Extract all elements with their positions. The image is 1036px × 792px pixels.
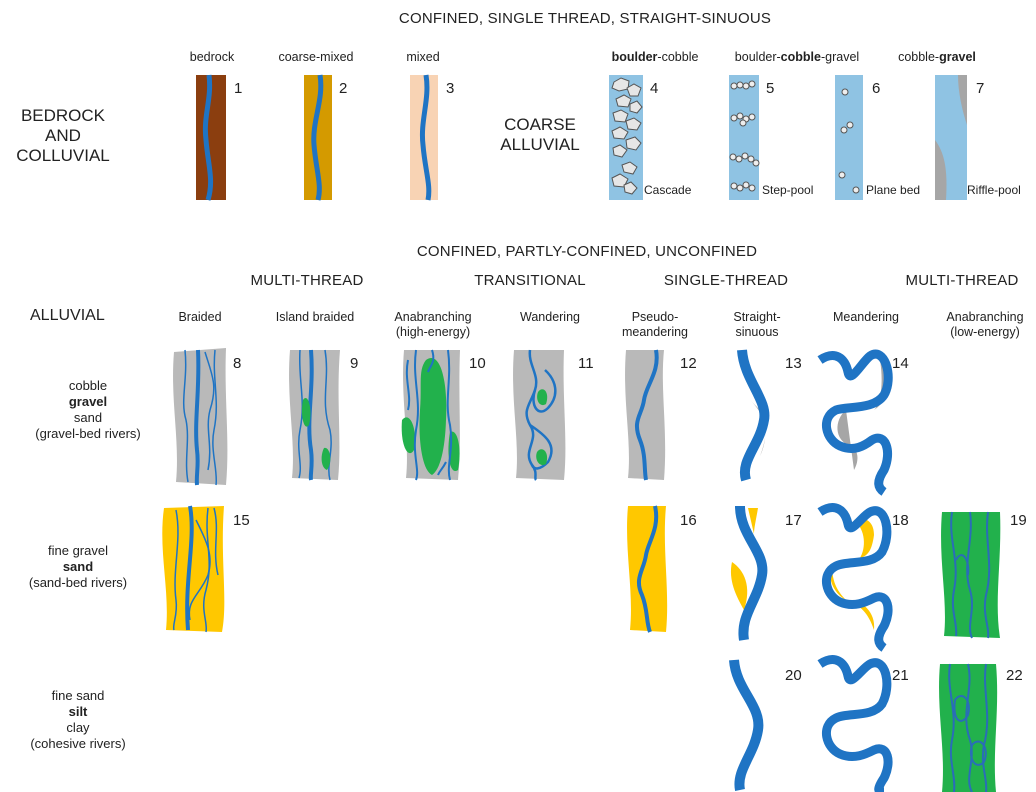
label-line: Anabranching xyxy=(394,310,471,325)
panel-number-8: 8 xyxy=(233,355,241,372)
panel-number-5: 5 xyxy=(766,80,774,97)
panel-pseudo-meandering xyxy=(625,350,665,480)
panel-number-9: 9 xyxy=(350,355,358,372)
panel-pseudo-meandering-sand xyxy=(627,506,667,632)
group-single-thread: SINGLE-THREAD xyxy=(664,272,788,289)
panel-number-12: 12 xyxy=(680,355,697,372)
panel-number-18: 18 xyxy=(892,512,909,529)
panel-number-16: 16 xyxy=(680,512,697,529)
label-line: (gravel-bed rivers) xyxy=(35,426,140,442)
panel-straight-sinuous-sand xyxy=(731,506,762,640)
group-transitional: TRANSITIONAL xyxy=(474,272,586,289)
panel-straight-sinuous-gravel xyxy=(742,350,765,480)
panel-number-7: 7 xyxy=(976,80,984,97)
panel-meandering-gravel xyxy=(820,354,888,492)
panel-riffle-pool xyxy=(935,75,967,200)
label-line: Pseudo- xyxy=(622,310,688,325)
label-line: sand xyxy=(35,410,140,426)
panel-number-14: 14 xyxy=(892,355,909,372)
panel-number-4: 4 xyxy=(650,80,658,97)
label-line: (sand-bed rivers) xyxy=(29,575,127,591)
panel-island-braided xyxy=(289,350,340,480)
label-line: (high-energy) xyxy=(394,325,471,340)
panel-number-19: 19 xyxy=(1010,512,1027,529)
panel-number-20: 20 xyxy=(785,667,802,684)
panel-plane-bed xyxy=(835,75,863,200)
panel-mixed xyxy=(410,75,438,200)
caption-cascade: Cascade xyxy=(644,183,691,197)
label-line: fine gravel xyxy=(29,543,127,559)
column-straight-sinuous: Straight-sinuous xyxy=(733,310,780,340)
panel-number-2: 2 xyxy=(339,80,347,97)
panel-straight-sinuous-silt xyxy=(734,660,758,790)
label-line: Anabranching xyxy=(946,310,1023,325)
group-multi-thread-2: MULTI-THREAD xyxy=(906,272,1019,289)
label-line: (low-energy) xyxy=(946,325,1023,340)
alluvial-label: ALLUVIAL xyxy=(30,306,105,326)
panel-braided-sand xyxy=(162,506,224,632)
label-line: clay xyxy=(30,720,125,736)
panel-wandering xyxy=(513,350,565,480)
panel-anabranching-silt xyxy=(939,664,997,792)
row-label-silt: fine sand silt clay (cohesive rivers) xyxy=(30,688,125,752)
column-anabranching-low: Anabranching(low-energy) xyxy=(946,310,1023,340)
panel-anabranching-high xyxy=(402,350,460,480)
caption-riffle-pool: Riffle-pool xyxy=(967,183,1021,197)
label-line: meandering xyxy=(622,325,688,340)
row-label-sand: fine gravel sand (sand-bed rivers) xyxy=(29,543,127,591)
label-line: (cohesive rivers) xyxy=(30,736,125,752)
caption-plane-bed: Plane bed xyxy=(866,183,920,197)
panel-number-10: 10 xyxy=(469,355,486,372)
panel-meandering-sand xyxy=(820,508,888,648)
group-multi-thread-1: MULTI-THREAD xyxy=(251,272,364,289)
column-meandering: Meandering xyxy=(833,310,899,325)
column-pseudo-meandering: Pseudo-meandering xyxy=(622,310,688,340)
column-anabranching-high: Anabranching(high-energy) xyxy=(394,310,471,340)
label-line: fine sand xyxy=(30,688,125,704)
label-line: gravel xyxy=(35,394,140,410)
label-line: silt xyxy=(30,704,125,720)
panel-meandering-silt xyxy=(820,660,888,792)
column-wandering: Wandering xyxy=(520,310,580,325)
panel-anabranching-low xyxy=(941,512,1000,638)
panel-number-15: 15 xyxy=(233,512,250,529)
column-island-braided: Island braided xyxy=(276,310,355,325)
row-label-gravel: cobble gravel sand (gravel-bed rivers) xyxy=(35,378,140,442)
panel-number-1: 1 xyxy=(234,80,242,97)
label-line: Straight- xyxy=(733,310,780,325)
label-line: sand xyxy=(29,559,127,575)
panel-number-3: 3 xyxy=(446,80,454,97)
middle-title: CONFINED, PARTLY-CONFINED, UNCONFINED xyxy=(417,243,757,260)
label-line: cobble xyxy=(35,378,140,394)
panel-coarse-mixed xyxy=(304,75,332,200)
panel-number-17: 17 xyxy=(785,512,802,529)
panel-cascade xyxy=(609,75,643,200)
panel-number-22: 22 xyxy=(1006,667,1023,684)
panel-number-21: 21 xyxy=(892,667,909,684)
column-braided: Braided xyxy=(178,310,221,325)
panel-number-11: 11 xyxy=(578,355,594,372)
panel-bedrock xyxy=(196,75,226,200)
panel-step-pool xyxy=(729,75,759,200)
panel-braided xyxy=(173,348,227,485)
caption-step-pool: Step-pool xyxy=(762,183,813,197)
panel-number-6: 6 xyxy=(872,80,880,97)
panel-number-13: 13 xyxy=(785,355,802,372)
label-line: sinuous xyxy=(733,325,780,340)
